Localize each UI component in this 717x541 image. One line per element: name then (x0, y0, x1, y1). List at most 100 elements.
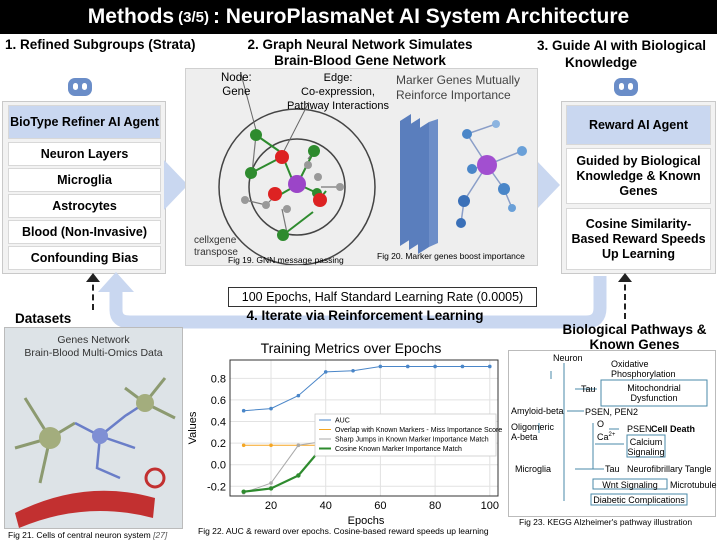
kegg-neuron: Neuron (553, 353, 583, 363)
page-title: Methods (3/5) : NeuroPlasmaNet AI System… (0, 0, 717, 34)
chart-xlabel: Epochs (348, 515, 385, 526)
dashed-connector-right (624, 275, 626, 319)
chart-point (405, 364, 410, 369)
marker-label-line1: Marker Genes Mutually (396, 73, 521, 87)
pathways-heading: Biological Pathways & Known Genes (552, 322, 717, 352)
fig20-caption: Fig 20. Marker genes boost importance (377, 251, 525, 261)
chart-legend-box (314, 413, 497, 457)
step2-heading-line2: Brain-Blood Gene Network (274, 53, 446, 68)
title-main: : NeuroPlasmaNet AI System Architecture (212, 5, 630, 28)
marker-label-line2: Reinforce Importance (396, 88, 511, 102)
kegg-calcium-line1: Calcium (629, 437, 663, 447)
chart-point (433, 364, 437, 369)
chart-point (241, 489, 246, 494)
datasets-image: Genes Network Brain-Blood Multi-Omics Da… (4, 327, 183, 529)
chart-series-line (243, 365, 490, 412)
chart-xtick-label: 40 (320, 500, 332, 512)
connector-arrowhead-right (618, 273, 632, 282)
chart-xtick-label: 60 (374, 500, 386, 512)
title-step: (3/5) (178, 8, 209, 26)
edge-label: Edge: Co-expression, Pathway Interaction… (280, 71, 396, 113)
kegg-o: O (597, 419, 605, 429)
chart-ytick-label: 0.6 (211, 395, 226, 407)
training-metrics-chart: Training Metrics over Epochs Values Epoc… (187, 340, 502, 526)
chart-ytick-label: -0.2 (207, 481, 226, 493)
chart-point (269, 443, 273, 448)
datasets-image-title: Genes Network Brain-Blood Multi-Omics Da… (5, 334, 182, 360)
chart-ytick-label: 0.8 (211, 373, 226, 385)
kegg-microtubule: Microtubule (670, 480, 717, 490)
stratum-item: Confounding Bias (8, 246, 161, 270)
chart-plot-frame (229, 359, 499, 497)
step2-heading: 2. Graph Neural Network Simulates Brain-… (190, 37, 530, 69)
stratum-item: Neuron Layers (8, 142, 161, 166)
chart-ytick-label: 0.2 (211, 438, 226, 450)
gnn-diagram (218, 73, 527, 266)
reward-item: Guided by Biological Knowledge & Known G… (566, 148, 711, 204)
kegg-microglia: Microglia (515, 464, 552, 474)
epochs-box: 100 Epochs, Half Standard Learning Rate … (228, 287, 537, 307)
chart-point (460, 364, 465, 369)
title-methods: Methods (87, 5, 175, 28)
chart-point (241, 408, 246, 413)
reward-item: Cosine Similarity-Based Reward Speeds Up… (566, 208, 711, 270)
kegg-tau-1: Tau (581, 384, 596, 394)
chart-ytick-label: 0.4 (211, 417, 226, 429)
iterate-loop-arrow (98, 272, 607, 329)
arrow-right-2 (536, 160, 560, 210)
edge-label-line3: Pathway Interactions (286, 100, 390, 112)
kegg-mito-line1: Mitochondrial (627, 383, 681, 393)
fig21-caption: Fig 21. Cells of central neuron system [… (8, 530, 167, 540)
pathways-heading-line1: Biological Pathways & (562, 322, 707, 337)
kegg-oligo-line1: Oligomeric (511, 422, 555, 432)
kegg-oxphos: Oxidative Phosphorylation (611, 359, 676, 379)
step1-heading: 1. Refined Subgroups (Strata) (5, 37, 196, 52)
chart-xtick-label: 20 (265, 500, 277, 512)
chart-xtick-label: 100 (481, 500, 499, 512)
kegg-ca-label: Ca (597, 432, 609, 442)
fig21-ref: [27] (153, 530, 168, 540)
neuron-illustration (14, 377, 176, 528)
kegg-calcium: Calcium Signaling (627, 437, 665, 457)
edge-label-line1: Edge: (323, 72, 353, 84)
biotype-agent: BioType Refiner AI Agent (8, 105, 161, 139)
kegg-tangle: Neurofibrillary Tangle (627, 464, 712, 474)
kegg-diabetic: Diabetic Complications (593, 495, 685, 505)
step3-heading-line2: Knowledge (565, 55, 638, 70)
chart-legend-label: AUC (335, 418, 350, 425)
step1-panel: BioType Refiner AI Agent Neuron Layers M… (2, 101, 166, 274)
chart-point (296, 393, 301, 398)
chart-ylabel: Values (187, 411, 199, 444)
cellxgene-line1: cellxgene (194, 235, 237, 246)
step4-label: 4. Iterate via Reinforcement Learning (246, 308, 484, 323)
kegg-psen: PSEN (627, 424, 652, 434)
kegg-pathway-diagram: Neuron Oxidative Phosphorylation Tau Mit… (508, 350, 717, 517)
step3-heading: 3. Guide AI with Biological Knowledge (537, 37, 717, 71)
kegg-ca-sup: 2+ (608, 432, 616, 438)
chart-xtick-label: 80 (429, 500, 441, 512)
chart-title: Training Metrics over Epochs (261, 340, 442, 356)
kegg-oligo-line2: A-beta (511, 432, 538, 442)
robot-icon-left (68, 78, 92, 96)
stratum-item: Astrocytes (8, 194, 161, 218)
datasets-heading: Datasets (15, 311, 72, 326)
datasets-title-line1: Genes Network (57, 334, 130, 346)
fig19-caption: Fig 19. GNN message passing (228, 255, 344, 265)
chart-point (296, 473, 301, 478)
step3-panel: Reward AI Agent Guided by Biological Kno… (561, 101, 716, 274)
connector-arrowhead-left (86, 273, 100, 282)
fig21-caption-text: Fig 21. Cells of central neuron system (8, 530, 151, 540)
chart-legend-label: Sharp Jumps in Known Marker Importance M… (335, 437, 489, 444)
cellxgene-label: cellxgene transpose (194, 235, 238, 259)
chart-legend-label: Cosine Known Marker Importance Match (335, 446, 462, 453)
chart-point (296, 443, 301, 448)
chart-point (268, 486, 274, 491)
cellxgene-line2: transpose (194, 247, 238, 258)
robot-icon-right (614, 78, 638, 96)
chart-point (323, 370, 328, 374)
stratum-item: Blood (Non-Invasive) (8, 220, 161, 244)
stratum-item: Microglia (8, 168, 161, 192)
chart-point (269, 481, 273, 485)
node-label-line2: Gene (222, 86, 251, 98)
gnn-figure-panel: Node: Gene Edge: Co-expression, Pathway … (185, 68, 538, 266)
